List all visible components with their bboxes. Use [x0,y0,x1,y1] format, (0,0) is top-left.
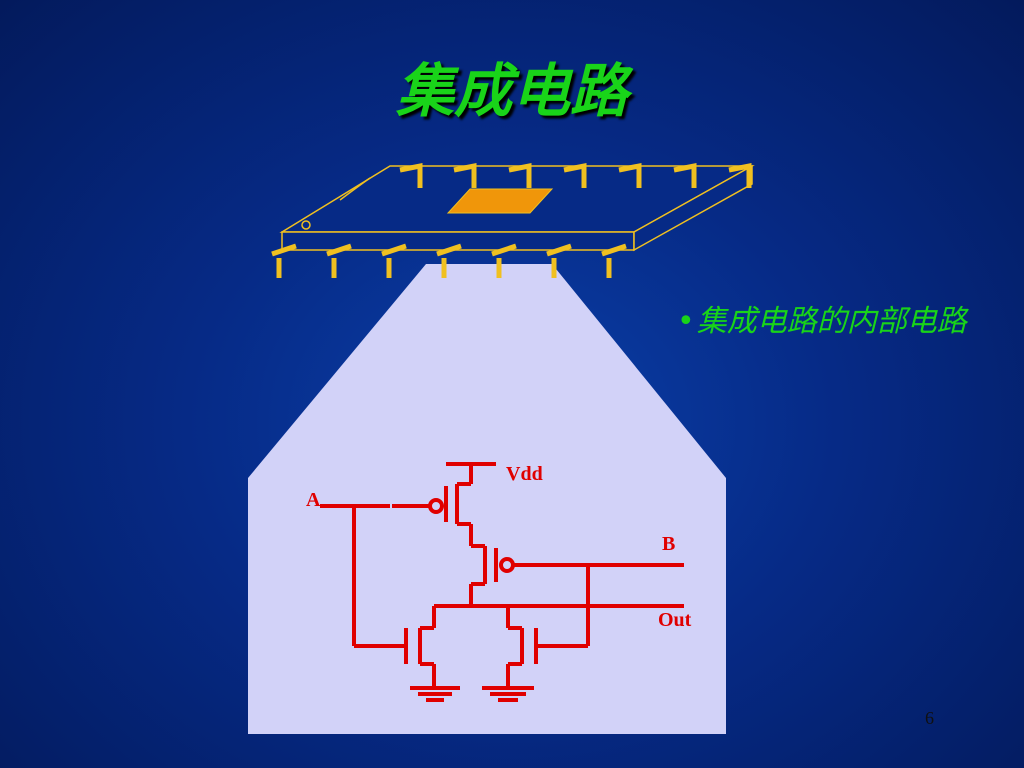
slide-title: 集成电路 [395,57,628,125]
bullet-text: 集成电路的内部电路 [696,304,967,339]
input-b-label: B [662,533,675,555]
vdd-label: Vdd [506,463,543,485]
output-label: Out [658,609,692,631]
bullet-dot-icon: • [677,304,695,339]
page-number: 6 [925,708,934,728]
cmos-schematic [320,462,684,702]
chip-front-pins [271,243,627,278]
zoom-panel [248,264,726,734]
chip-die [446,188,554,214]
input-a-label: A [306,489,321,511]
bullet-item: •集成电路的内部电路 [677,296,967,340]
chip-back-pins [399,162,752,188]
